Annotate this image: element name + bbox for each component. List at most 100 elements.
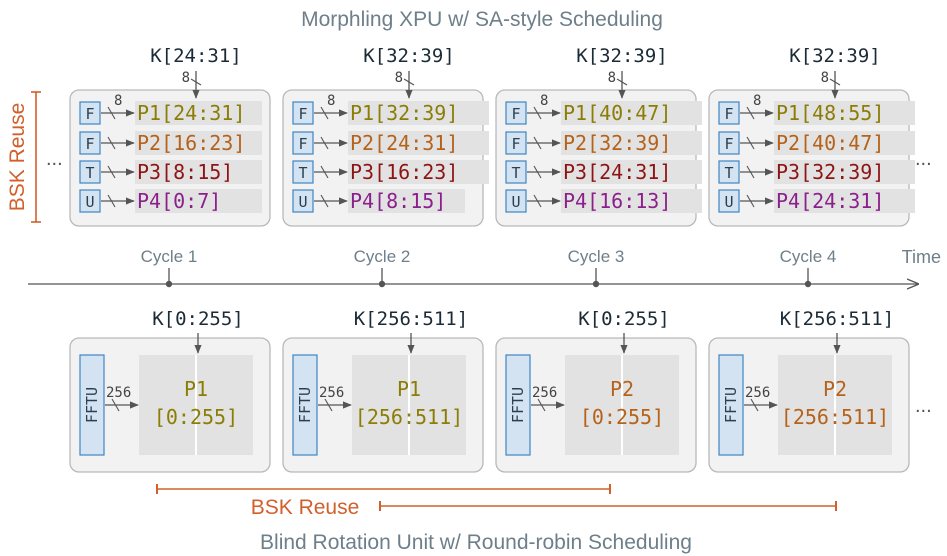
fftu-width-tick [111, 398, 120, 412]
poly-slice-label: P1[32:39] [350, 101, 458, 125]
cycle-label-4: Cycle 4 [780, 247, 837, 266]
poly-slice-label: P4[24:31] [776, 189, 884, 213]
fu-unit-t [718, 160, 740, 184]
lane-width-tick [533, 165, 542, 179]
fu-unit-label: T [85, 164, 94, 182]
poly-slice-label: P4[16:13] [563, 189, 671, 213]
fu-unit-label: T [298, 164, 307, 182]
lane-slot [348, 131, 489, 155]
poly-label: P1 [184, 377, 208, 401]
lane-slot [135, 131, 262, 155]
fftu-unit [718, 354, 744, 456]
fftu-unit [505, 354, 531, 456]
bsk-reuse-label-bg [231, 492, 379, 518]
key-slice-label: K[0:255] [578, 308, 670, 330]
key-slice-label: K[32:39] [576, 45, 668, 67]
fftu-width-tick [537, 398, 546, 412]
fftu-label: FFTU [722, 387, 740, 423]
lane-width-tick [533, 194, 542, 208]
data-block-left [139, 355, 195, 455]
poly-range-label: [256:511] [355, 405, 463, 429]
poly-label: P1 [397, 377, 421, 401]
bsk-reuse-label-horizontal: BSK Reuse [251, 496, 360, 519]
poly-label: P2 [610, 377, 634, 401]
fu-unit-label: U [724, 193, 733, 211]
lane-slot [348, 101, 489, 125]
key-slice-label: K[256:511] [354, 308, 468, 330]
poly-slice-label: P2[32:39] [563, 131, 671, 155]
fu-unit-u [292, 189, 314, 213]
bottom-panels: K[0:255] FFTU 256 P1 [0:255] K[256:511] FFTU 25… [69, 308, 910, 473]
lane-slot [561, 131, 702, 155]
ellipsis-right-top: ... [915, 148, 932, 170]
fftu-width-label: 256 [319, 385, 344, 401]
bsk-reuse-label-vertical: BSK Reuse [6, 103, 29, 212]
fu-unit-f [505, 101, 527, 125]
fu-unit-label: F [85, 105, 94, 123]
lane-slot [135, 101, 262, 125]
poly-slice-label: P3[32:39] [776, 160, 884, 184]
fu-unit-t [292, 160, 314, 184]
cycle-dot [165, 280, 173, 288]
data-block-left [352, 355, 408, 455]
key-width-tick [403, 78, 415, 86]
fftu-width-tick [750, 398, 759, 412]
poly-slice-label: P3[16:23] [350, 160, 458, 184]
fu-unit-u [505, 189, 527, 213]
poly-range-label: [0:255] [580, 405, 664, 429]
lane-width-tick [107, 136, 116, 150]
fu-unit-label: T [724, 164, 733, 182]
poly-slice-label: P2[40:47] [776, 131, 884, 155]
fu-unit-label: U [511, 193, 520, 211]
fftu-label: FFTU [296, 387, 314, 423]
fu-unit-label: F [724, 135, 733, 153]
data-block-right [836, 355, 892, 455]
poly-slice-label: P3[24:31] [563, 160, 671, 184]
lane-width-tick [107, 165, 116, 179]
cycle-dot [592, 280, 600, 288]
lane-width-tick [746, 165, 755, 179]
fu-unit-label: F [724, 105, 733, 123]
lane-slot [561, 160, 702, 184]
poly-slice-label: P1[40:47] [563, 101, 671, 125]
lane-width-tick [107, 194, 116, 208]
bottom-panel-3: K[0:255] FFTU 256 P2 [0:255] [495, 308, 697, 473]
poly-range-label: [0:255] [154, 405, 238, 429]
fftu-unit [79, 354, 105, 456]
cycle-dot [378, 280, 386, 288]
bsk-reuse-horizontal: BSK Reuse [156, 484, 837, 519]
lane-width-label: 8 [540, 93, 548, 109]
ellipsis-right-bottom: ... [915, 395, 932, 417]
key-width-tick [616, 78, 628, 86]
fu-unit-f [718, 131, 740, 155]
lane-slot [561, 189, 702, 213]
lane-slot [774, 189, 915, 213]
key-slice-label: K[256:511] [780, 308, 894, 330]
lane-width-tick [320, 106, 329, 120]
poly-slice-label: P4[8:15] [350, 189, 446, 213]
lane-slot [774, 131, 915, 155]
lane-width-tick [107, 106, 116, 120]
data-block-left [565, 355, 621, 455]
fftu-label: FFTU [509, 387, 527, 423]
key-slice-label: K[24:31] [150, 45, 242, 67]
fftu-width-label: 256 [532, 385, 557, 401]
lane-slot [348, 160, 489, 184]
lane-width-label: 8 [327, 93, 335, 109]
key-width-tick [829, 78, 841, 86]
lane-width-tick [320, 165, 329, 179]
lane-slot [774, 160, 915, 184]
key-width-label: 8 [821, 70, 829, 86]
key-slice-label: K[32:39] [789, 45, 881, 67]
lane-width-tick [533, 106, 542, 120]
lane-width-label: 8 [114, 93, 122, 109]
cycle-label-1: Cycle 1 [141, 247, 198, 266]
lane-slot [561, 101, 702, 125]
key-slice-label: K[32:39] [363, 45, 455, 67]
lane-width-label: 8 [753, 93, 761, 109]
data-block-right [197, 355, 253, 455]
